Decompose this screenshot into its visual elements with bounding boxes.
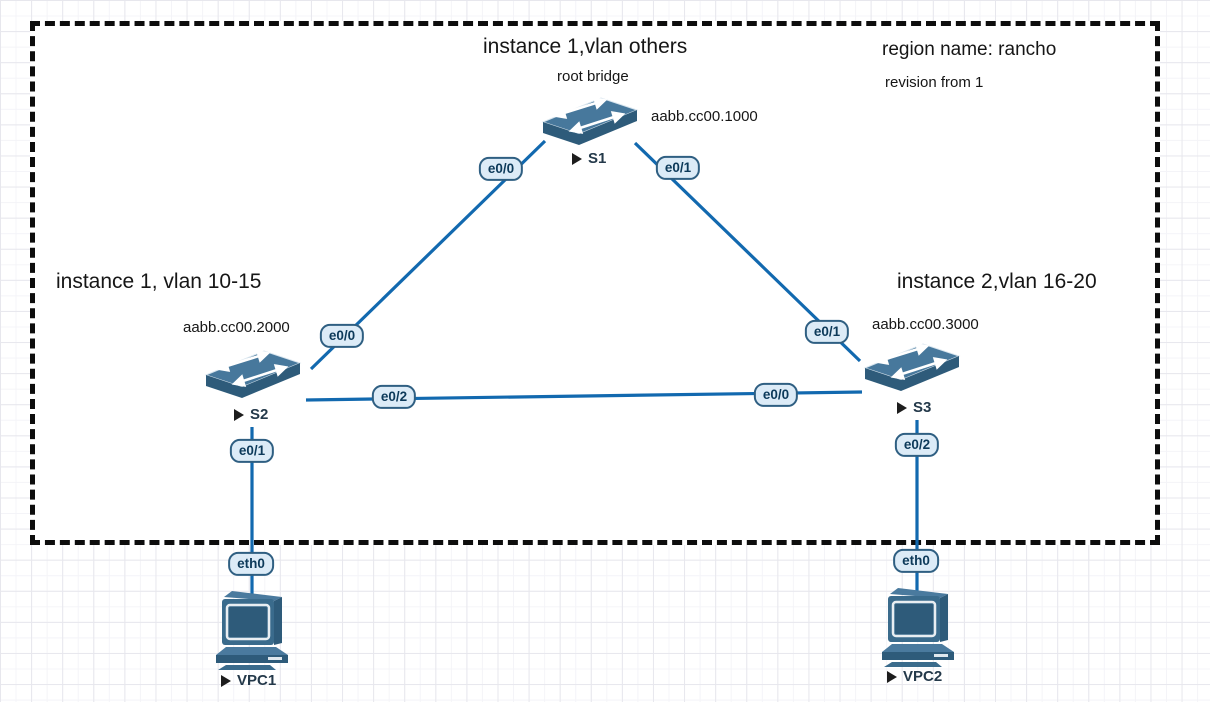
device-name: VPC1 [237, 672, 277, 689]
selection-arrow-icon [887, 670, 897, 683]
annotation-revision[interactable]: revision from 1 [885, 74, 984, 91]
selection-arrow-icon [234, 408, 244, 421]
device-name: VPC2 [903, 668, 943, 685]
port-label-vpc2-eth0[interactable]: eth0 [893, 548, 939, 574]
annotation-mac-s1[interactable]: aabb.cc00.1000 [651, 108, 758, 125]
selection-arrow-icon [897, 401, 907, 414]
device-label-vpc1[interactable]: VPC1 [221, 672, 276, 689]
selection-arrow-icon [221, 674, 231, 687]
port-label-s3-e0-1[interactable]: e0/1 [804, 319, 850, 345]
switch-icon-s1[interactable] [540, 95, 640, 147]
annotation-mac-s2[interactable]: aabb.cc00.2000 [183, 319, 290, 336]
device-label-vpc2[interactable]: VPC2 [887, 668, 942, 685]
annotation-mac-s3[interactable]: aabb.cc00.3000 [872, 316, 979, 333]
switch-icon-s3[interactable] [862, 341, 962, 393]
port-label-s2-e0-2[interactable]: e0/2 [371, 384, 417, 410]
port-label-s1-e0-1[interactable]: e0/1 [655, 155, 701, 181]
device-label-s2[interactable]: S2 [234, 406, 268, 423]
device-label-s3[interactable]: S3 [897, 399, 931, 416]
pc-icon-vpc2[interactable] [876, 588, 960, 668]
annotation-instance-right[interactable]: instance 2,vlan 16-20 [897, 270, 1097, 293]
port-label-s3-e0-0[interactable]: e0/0 [753, 382, 799, 408]
annotation-region-name[interactable]: region name: rancho [882, 39, 1057, 60]
device-name: S2 [250, 406, 269, 423]
annotation-root-bridge[interactable]: root bridge [557, 68, 629, 85]
device-name: S3 [913, 399, 932, 416]
port-label-s1-e0-0[interactable]: e0/0 [478, 156, 524, 182]
port-label-s3-e0-2[interactable]: e0/2 [894, 432, 940, 458]
switch-icon-s2[interactable] [203, 348, 303, 400]
selection-arrow-icon [572, 152, 582, 165]
port-label-s2-e0-1[interactable]: e0/1 [229, 438, 275, 464]
device-name: S1 [588, 150, 607, 167]
port-label-vpc1-eth0[interactable]: eth0 [228, 551, 274, 577]
annotation-instance-left[interactable]: instance 1, vlan 10-15 [56, 270, 262, 293]
device-label-s1[interactable]: S1 [572, 150, 606, 167]
annotation-instance-top[interactable]: instance 1,vlan others [483, 35, 688, 58]
pc-icon-vpc1[interactable] [210, 591, 294, 671]
port-label-s2-e0-0[interactable]: e0/0 [319, 323, 365, 349]
